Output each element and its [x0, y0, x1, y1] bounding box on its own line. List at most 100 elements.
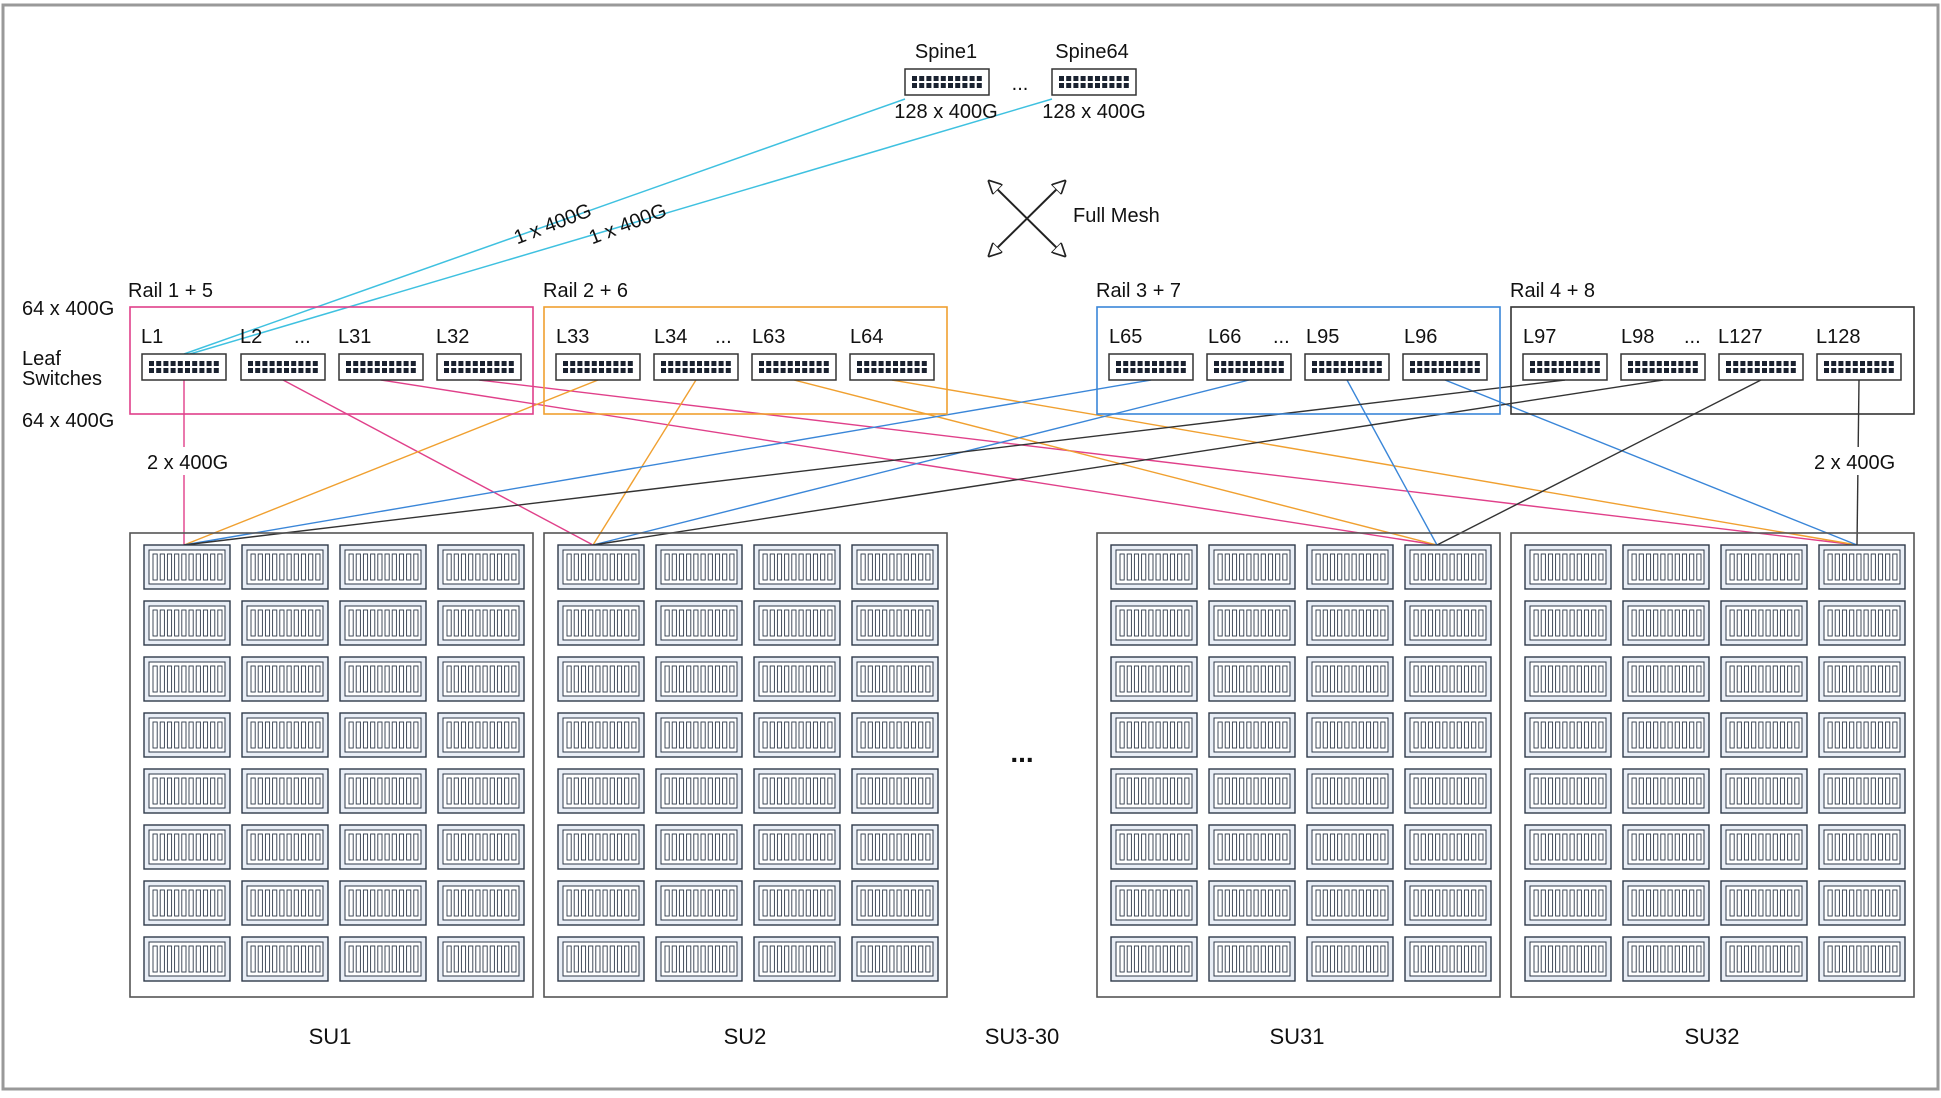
server-slot — [722, 665, 728, 693]
server-slot — [896, 665, 902, 693]
server-slot — [1373, 665, 1379, 693]
server-slot — [678, 889, 685, 917]
server-slot — [355, 609, 361, 637]
server-slot — [1794, 609, 1800, 637]
server-slot — [1562, 609, 1568, 637]
server-slot — [391, 889, 397, 917]
server-slot — [1562, 777, 1568, 805]
server-icon — [1208, 544, 1296, 590]
server-slot — [1787, 609, 1793, 637]
switch-port — [1264, 368, 1270, 373]
switch-port — [255, 361, 261, 366]
server-slot — [1184, 553, 1190, 581]
server-icon — [557, 600, 645, 646]
server-slot — [272, 777, 278, 805]
server-slot — [1758, 889, 1764, 917]
server-slot — [1351, 833, 1357, 861]
server-slot — [566, 609, 572, 637]
server-slot — [398, 889, 405, 917]
server-slot — [377, 665, 383, 693]
server-slot — [707, 945, 713, 973]
server-slot — [1126, 665, 1132, 693]
server-slot — [1442, 609, 1448, 637]
switch-port — [1881, 368, 1887, 373]
server-slot — [1772, 777, 1778, 805]
switch-port — [487, 361, 493, 366]
server-slot — [1413, 609, 1419, 637]
switch-port — [1628, 361, 1633, 366]
server-slot — [1827, 945, 1833, 973]
server-slot — [152, 777, 158, 805]
server-slot — [798, 945, 804, 973]
server-slot — [496, 609, 503, 637]
server-slot — [776, 945, 783, 973]
server-slot — [580, 945, 587, 973]
server-slot — [1155, 721, 1161, 749]
server-slot — [1841, 945, 1848, 973]
server-slot — [286, 777, 292, 805]
server-slot — [1736, 609, 1742, 637]
server-slot — [1736, 665, 1742, 693]
server-slot — [609, 777, 615, 805]
server-slot — [174, 945, 180, 973]
server-slot — [776, 889, 783, 917]
server-slot — [580, 833, 587, 861]
server-slot — [195, 609, 201, 637]
server-slot — [1329, 889, 1336, 917]
server-slot — [624, 721, 630, 749]
switch-port — [508, 368, 514, 373]
switch-port — [451, 368, 457, 373]
server-slot — [1689, 721, 1695, 749]
server-slot — [174, 833, 180, 861]
server-slot — [1471, 609, 1477, 637]
server-slot — [1478, 721, 1484, 749]
server-slot — [504, 721, 510, 749]
server-slot — [250, 945, 256, 973]
server-slot — [1598, 665, 1604, 693]
switch-port — [1235, 368, 1241, 373]
server-slot — [1765, 553, 1771, 581]
switch-port — [1726, 368, 1731, 373]
leaf-switch-icon — [1206, 353, 1292, 381]
server-slot — [1442, 721, 1448, 749]
server-icon — [241, 600, 329, 646]
server-slot — [707, 609, 713, 637]
switch-port — [1649, 361, 1655, 366]
switch-port — [389, 361, 395, 366]
server-icon — [437, 768, 525, 814]
switch-port — [912, 76, 917, 81]
switch-port — [346, 361, 351, 366]
server-icon — [1622, 936, 1710, 982]
server-slot — [1337, 553, 1343, 581]
switch-body — [555, 353, 641, 381]
server-slot — [1420, 945, 1426, 973]
server-slot — [1224, 553, 1230, 581]
boxes-layer — [129, 306, 1915, 998]
server-slot — [1184, 833, 1190, 861]
server-slot — [1885, 777, 1891, 805]
switch-port — [276, 361, 282, 366]
server-slot — [1119, 553, 1125, 581]
server-slot — [1148, 665, 1154, 693]
spine-ports-label: 128 x 400G — [894, 101, 997, 123]
server-slot — [910, 945, 917, 973]
server-slot — [217, 721, 223, 749]
server-slot — [1126, 609, 1132, 637]
server-slot — [820, 609, 826, 637]
server-slot — [1282, 609, 1288, 637]
server-slot — [1653, 721, 1659, 749]
server-slot — [1239, 553, 1245, 581]
server-slot — [1870, 665, 1876, 693]
server-slot — [1463, 889, 1470, 917]
switch-port — [591, 361, 597, 366]
server-slot — [300, 665, 307, 693]
server-icon — [1208, 936, 1296, 982]
server-slot — [152, 609, 158, 637]
server-slot — [1591, 777, 1597, 805]
server-slot — [602, 665, 608, 693]
server-slot — [678, 721, 685, 749]
server-slot — [188, 609, 194, 637]
server-slot — [406, 609, 412, 637]
switch-port — [591, 368, 597, 373]
server-slot — [504, 777, 510, 805]
